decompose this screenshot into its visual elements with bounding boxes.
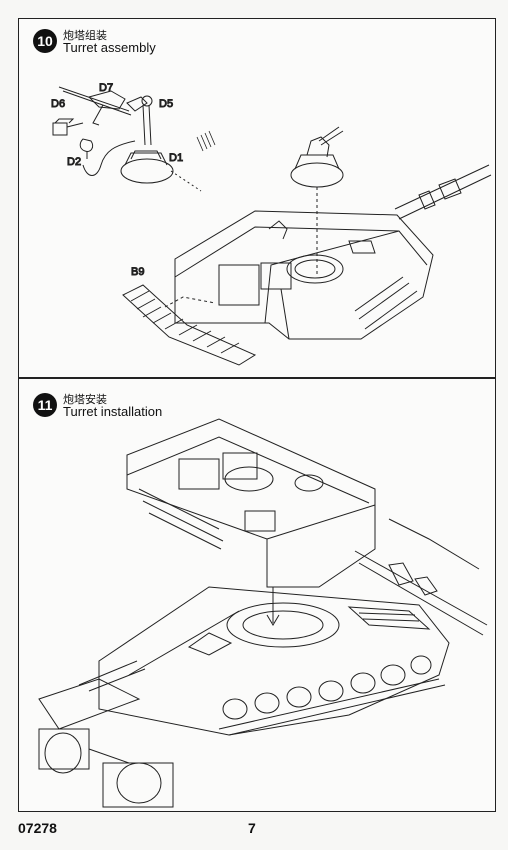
cable-line [82,140,136,176]
tank-hull [98,586,450,736]
step-title-chinese: 炮塔组装 [63,29,107,42]
kit-number: 07278 [18,820,57,836]
assembled-cupola [290,126,344,275]
step-number-badge: 10 [33,29,57,53]
step-title-english: Turret assembly [63,40,156,55]
installation-arrow [266,587,280,626]
part-label-d1: D1 [169,152,183,164]
step-10-panel: 10 炮塔组装 Turret assembly [18,18,496,378]
hatch-cupola-d1 [120,150,174,184]
step-title-chinese: 炮塔安装 [63,393,107,406]
step-number-badge: 11 [33,393,57,417]
turret-body [174,210,434,340]
road-wheels [218,655,446,736]
mine-roller [38,660,174,808]
main-gun-barrel [354,550,488,636]
page-number: 7 [248,820,256,836]
mount-part-d5 [126,95,153,146]
step-title-english: Turret installation [63,404,163,419]
part-label-b9: B9 [131,266,144,278]
machine-gun-part [52,86,132,136]
part-label-d5: D5 [159,98,173,110]
turret-assembly-diagram: D7 D6 D5 D2 D1 B9 [51,82,492,366]
pintle-d2 [79,138,94,159]
turret-upper [126,418,376,588]
step-11-panel: 11 炮塔安装 Turret installation [18,378,496,812]
part-label-d7: D7 [99,82,113,94]
basket-rack-b9 [122,284,257,366]
hatching-arrow [196,130,216,152]
part-label-d2: D2 [67,156,81,168]
turret-installation-diagram [38,418,488,808]
main-gun-barrel [394,164,492,220]
hull-side-details [388,518,480,570]
part-label-d6: D6 [51,98,65,110]
